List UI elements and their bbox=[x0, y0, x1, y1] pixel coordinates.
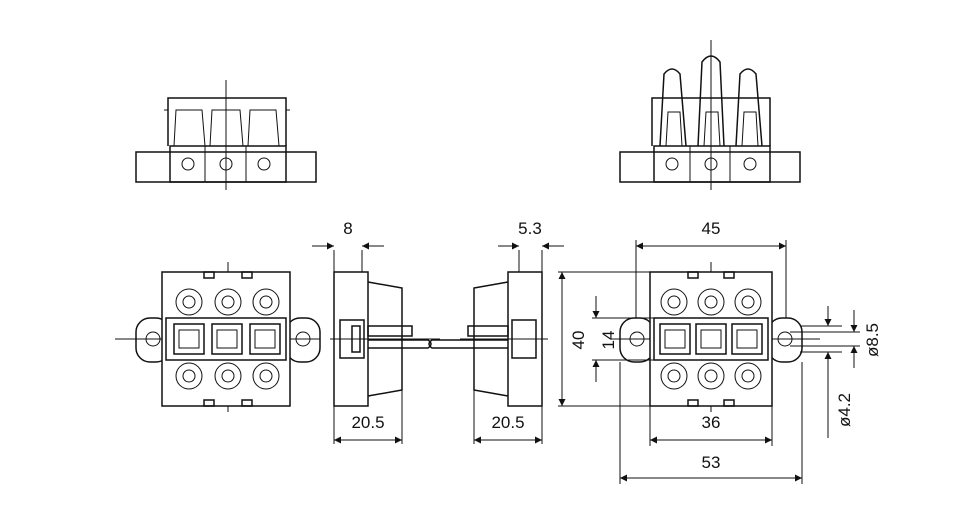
top-right-side-view bbox=[619, 40, 801, 190]
side-view-8 bbox=[330, 250, 440, 407]
dim-53-label: 53 bbox=[702, 453, 721, 472]
right-front-view bbox=[610, 262, 820, 412]
side-view-5-3 bbox=[428, 250, 548, 407]
top-left-side-view bbox=[135, 80, 317, 190]
dim-20-5-right-label: 20.5 bbox=[491, 413, 524, 432]
dim-4-2-label: ø4.2 bbox=[835, 393, 854, 427]
dim-40-label: 40 bbox=[569, 331, 588, 350]
dimension-lines bbox=[312, 240, 860, 484]
left-front-view bbox=[115, 262, 321, 412]
dim-8-5-label: ø8.5 bbox=[863, 323, 882, 357]
dim-5-3-label: 5.3 bbox=[518, 219, 542, 238]
dim-20-5-left-label: 20.5 bbox=[351, 413, 384, 432]
dim-8-label: 8 bbox=[343, 219, 352, 238]
dim-14-label: 14 bbox=[599, 331, 618, 350]
dim-45-label: 45 bbox=[702, 219, 721, 238]
dim-36-label: 36 bbox=[702, 413, 721, 432]
